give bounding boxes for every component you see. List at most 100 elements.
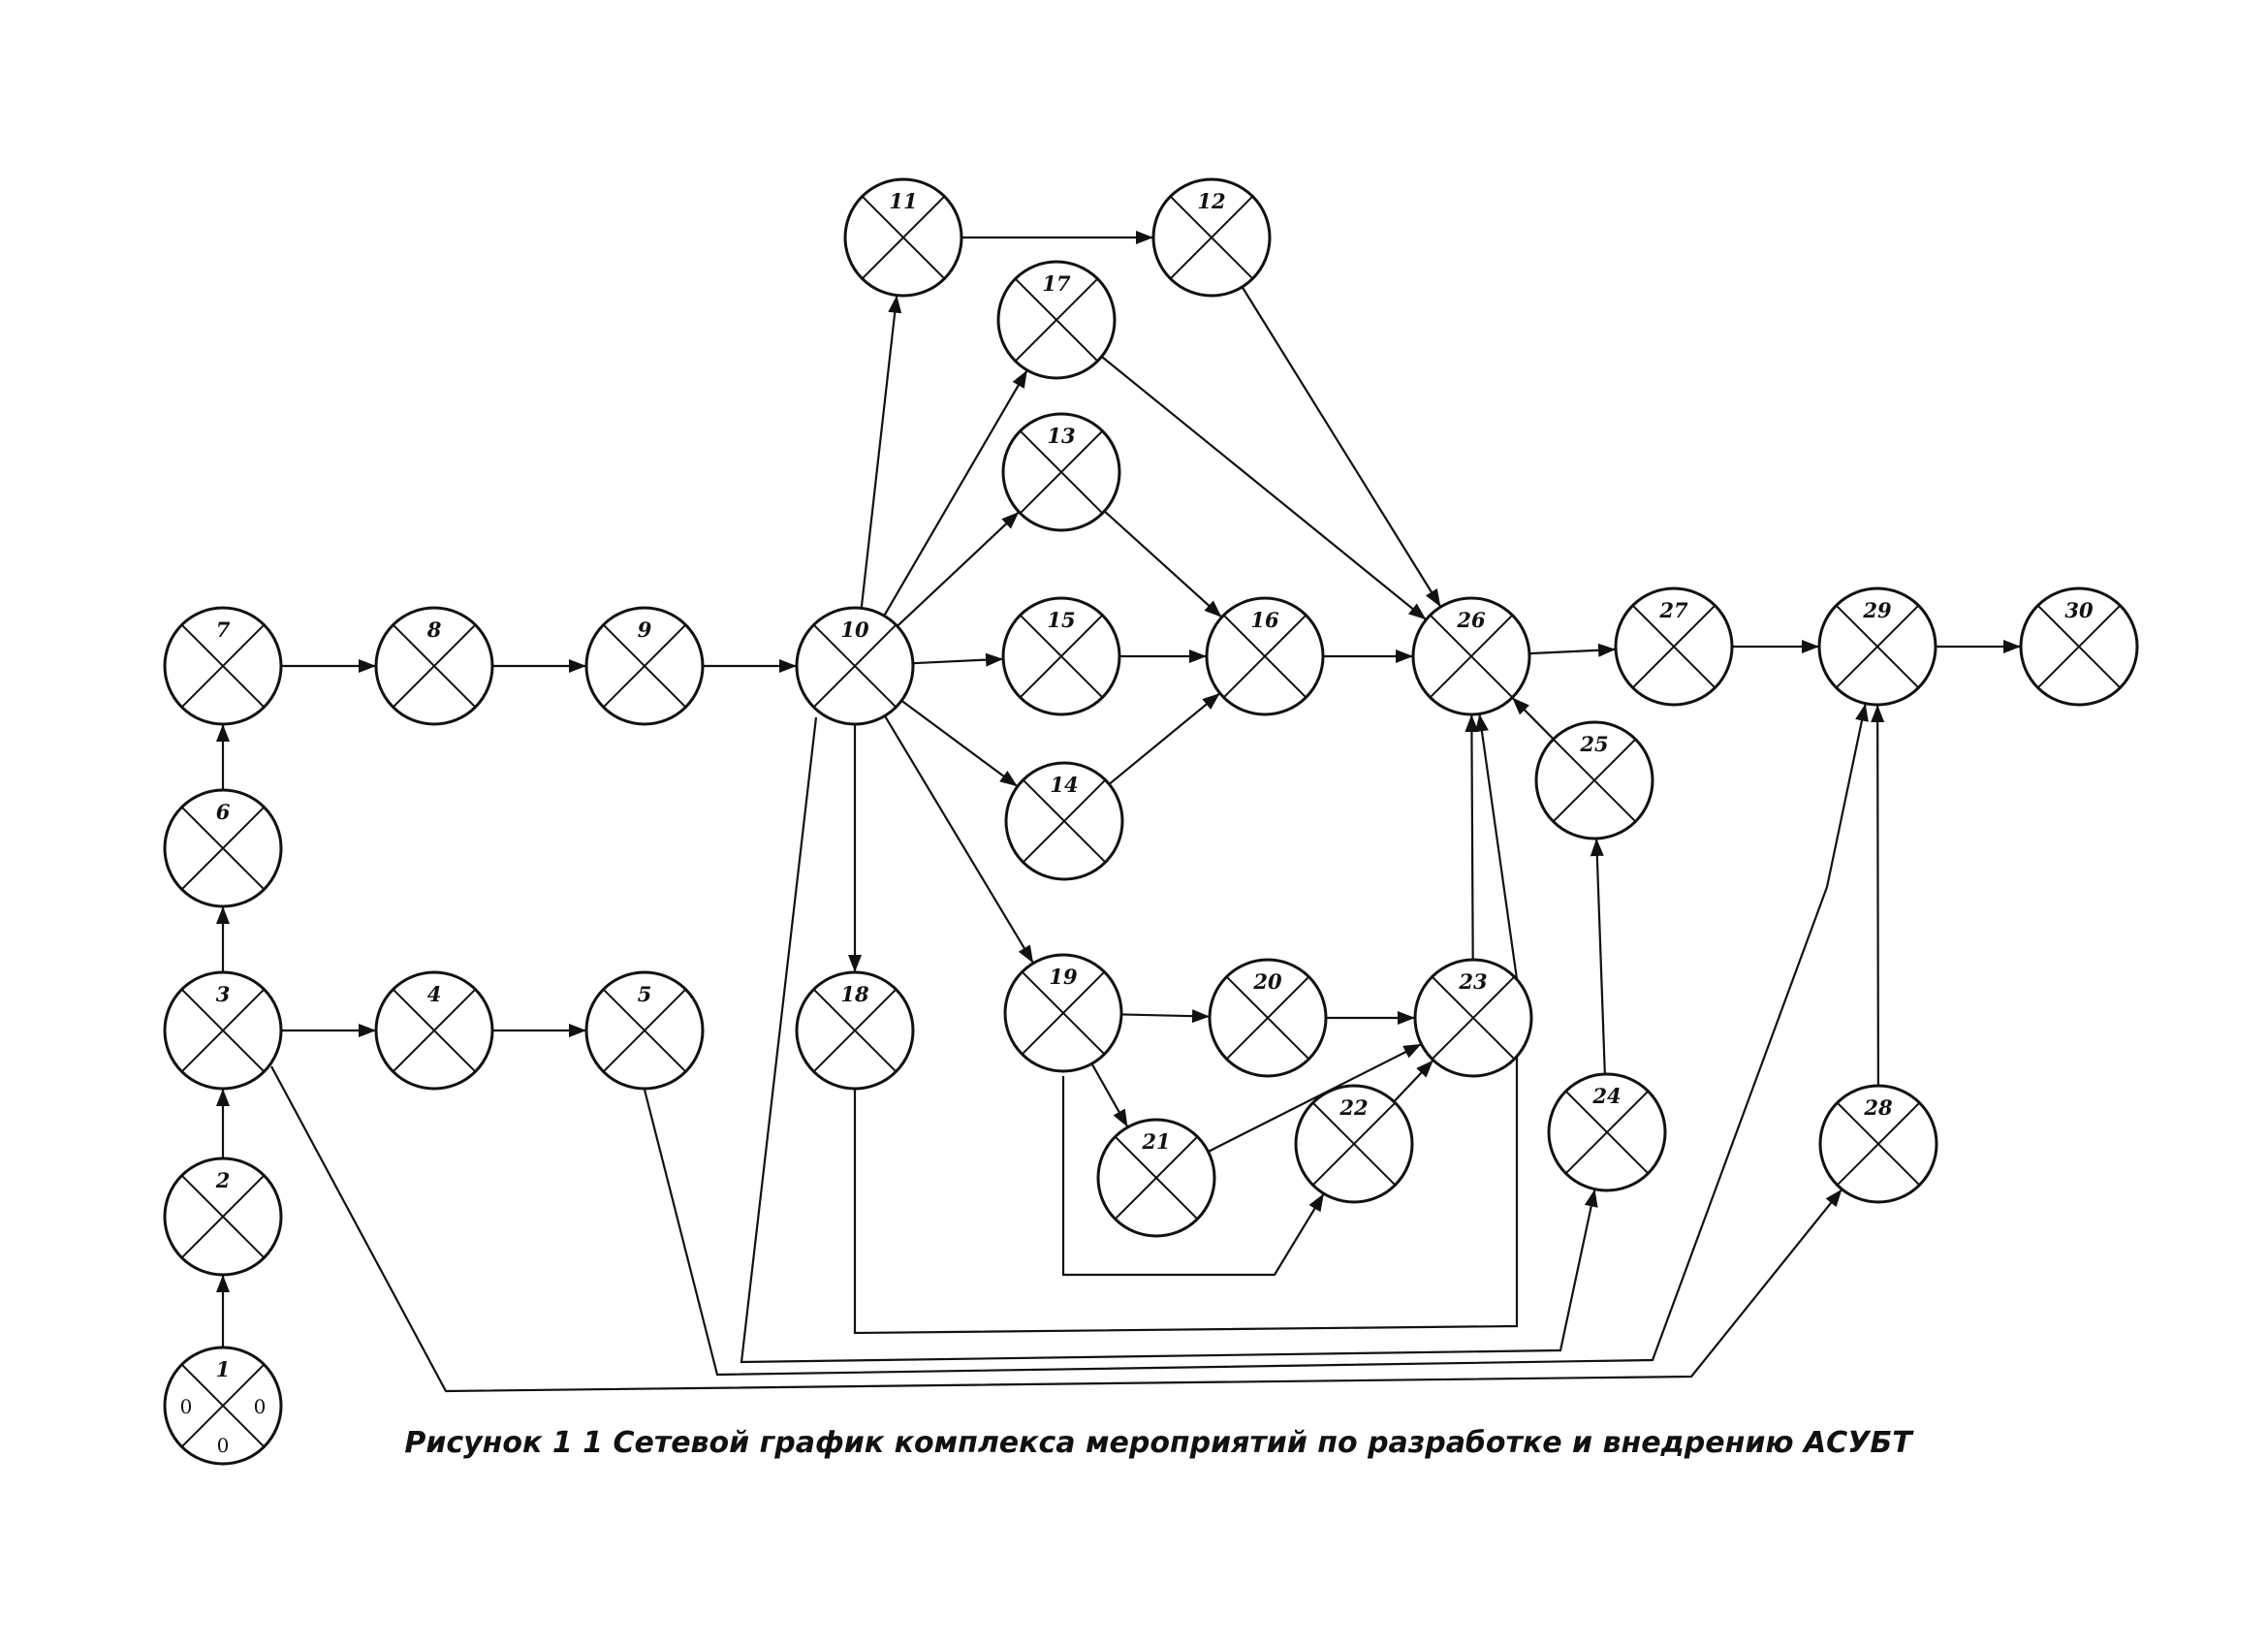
- event-node-divider: [1169, 195, 1254, 280]
- edge-17-26: [1100, 355, 1428, 621]
- edge-arrowhead-10-19: [1018, 944, 1034, 964]
- event-number: 3: [216, 982, 231, 1006]
- event-node-divider: [602, 623, 687, 709]
- edge-arrowhead-28-29: [1871, 704, 1885, 723]
- event-node-19: 19: [1003, 953, 1123, 1073]
- event-number: 15: [1047, 608, 1075, 632]
- event-node-divider: [1552, 738, 1637, 823]
- edge-14-16: [1108, 692, 1221, 785]
- event-node-divider: [1222, 614, 1307, 699]
- event-number: 6: [216, 800, 231, 824]
- edge-arrowhead-25-26: [1512, 697, 1529, 715]
- event-node-30: 30: [2019, 586, 2139, 707]
- edge-arrowhead-10-14: [999, 770, 1018, 787]
- event-number: 11: [889, 189, 917, 213]
- event-number: 21: [1141, 1129, 1170, 1154]
- edge-10-17: [883, 369, 1028, 617]
- event-number: 17: [1042, 271, 1071, 296]
- event-node-divider: [1431, 975, 1516, 1061]
- event-number: 28: [1863, 1095, 1893, 1120]
- event-node-18: 18: [795, 970, 915, 1091]
- edge-arrowhead-10-24: [1584, 1188, 1598, 1208]
- edge-arrowhead-21-23: [1402, 1044, 1422, 1059]
- edge-arrowhead-10-15: [985, 652, 1004, 667]
- event-node-divider: [180, 1363, 266, 1448]
- event-node-14: 14: [1004, 761, 1124, 881]
- edge-10-14: [900, 699, 1019, 788]
- event-number: 23: [1458, 969, 1487, 994]
- event-node-divider: [1021, 970, 1106, 1056]
- event-node-divider: [1564, 1090, 1650, 1175]
- event-node-4: 4: [374, 970, 494, 1091]
- edge-arrowhead-20-23: [1398, 1011, 1415, 1025]
- event-node-divider: [1311, 1101, 1397, 1187]
- event-node-divider: [1014, 277, 1099, 363]
- edge-arrowhead-19-22: [1308, 1193, 1324, 1213]
- edge-arrowhead-5-29: [1855, 703, 1869, 722]
- event-sector-left: 0: [180, 1395, 193, 1418]
- event-number: 5: [638, 982, 652, 1006]
- event-node-divider: [602, 988, 687, 1073]
- event-node-divider: [1019, 429, 1104, 515]
- edge-10-19: [883, 714, 1035, 965]
- edge-arrowhead-14-16: [1202, 693, 1220, 710]
- edge-arrowhead-16-26: [1396, 650, 1413, 663]
- edge-5-29: [643, 703, 1867, 1377]
- event-sector-right: 0: [254, 1395, 267, 1418]
- edge-arrowhead-23-26: [1465, 713, 1479, 733]
- event-node-divider: [180, 988, 266, 1073]
- event-node-23: 23: [1413, 958, 1533, 1078]
- edge-arrowhead-3-6: [216, 906, 230, 924]
- event-node-12: 12: [1151, 177, 1272, 298]
- event-number: 1: [216, 1357, 231, 1381]
- event-node-divider: [1835, 604, 1920, 689]
- edge-arrowhead-29-30: [2003, 640, 2021, 653]
- event-node-divider: [1631, 604, 1717, 689]
- edge-23-26: [1470, 713, 1474, 961]
- edge-arrowhead-8-9: [569, 659, 586, 673]
- event-number: 29: [1862, 598, 1892, 622]
- edge-arrowhead-4-5: [569, 1024, 586, 1037]
- event-node-divider: [861, 195, 946, 280]
- event-number: 7: [216, 618, 231, 642]
- event-node-divider: [1019, 614, 1104, 699]
- event-node-6: 6: [163, 788, 283, 908]
- edge-arrowhead-26-27: [1597, 643, 1617, 657]
- event-node-5: 5: [584, 970, 705, 1091]
- edge-arrowhead-3-28: [1825, 1188, 1843, 1208]
- edge-arrowhead-10-13: [1001, 512, 1020, 529]
- event-number: 30: [2064, 598, 2094, 622]
- event-number: 14: [1050, 773, 1078, 797]
- event-node-2: 2: [163, 1157, 283, 1277]
- edge-arrowhead-10-17: [1012, 369, 1027, 389]
- edge-arrowhead-7-8: [359, 659, 376, 673]
- event-node-15: 15: [1001, 596, 1121, 716]
- event-node-9: 9: [584, 606, 705, 726]
- event-node-27: 27: [1614, 586, 1734, 707]
- event-node-21: 21: [1096, 1118, 1216, 1238]
- edge-19-22: [1061, 1076, 1325, 1277]
- edge-arrowhead-27-29: [1802, 640, 1819, 653]
- event-node-26: 26: [1411, 596, 1531, 716]
- event-node-divider: [1225, 975, 1310, 1061]
- event-node-divider: [180, 1174, 266, 1259]
- edge-arrowhead-22-23: [1416, 1060, 1433, 1078]
- event-number: 24: [1591, 1084, 1621, 1108]
- edge-arrowhead-1-2: [216, 1275, 230, 1292]
- event-node-13: 13: [1001, 412, 1121, 532]
- event-node-divider: [1022, 778, 1107, 864]
- event-number: 8: [426, 618, 442, 642]
- event-number: 18: [840, 982, 869, 1006]
- event-number: 25: [1579, 732, 1608, 756]
- edge-arrowhead-6-7: [216, 724, 230, 742]
- figure-caption: Рисунок 1 1 Сетевой график комплекса мер…: [404, 1426, 1914, 1460]
- event-number: 27: [1658, 598, 1688, 622]
- edge-arrowhead-19-20: [1191, 1009, 1211, 1024]
- edge-arrowhead-18-26: [1474, 713, 1489, 733]
- event-number: 10: [840, 618, 869, 642]
- event-node-25: 25: [1534, 720, 1654, 840]
- edge-13-16: [1103, 510, 1223, 618]
